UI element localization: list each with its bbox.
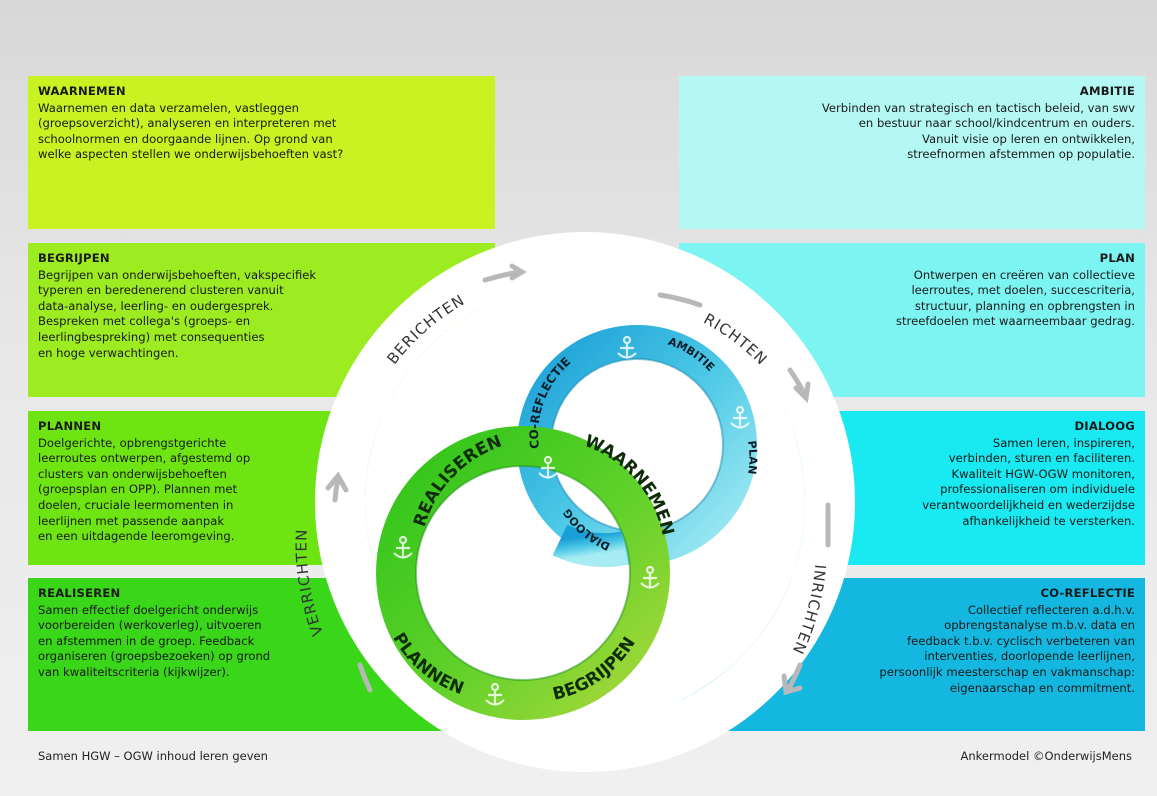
coreflectie-title: CO-REFLECTIE [1040, 586, 1135, 600]
realiseren-text: Samen effectief doelgericht onderwijs vo… [38, 602, 271, 679]
plan-text: Ontwerpen en creëren van collectieve lee… [895, 267, 1135, 329]
anchor-icon-green-right [640, 565, 660, 589]
begrijpen-title: BEGRIJPEN [38, 251, 110, 265]
blue-ring-overlap [552, 524, 629, 567]
footer-right-text: Ankermodel ©OnderwijsMens [960, 749, 1132, 763]
dialoog-text: Samen leren, inspireren, verbinden, stur… [922, 435, 1135, 528]
anchor-icon-blue-right [730, 405, 750, 429]
plannen-text: Doelgerichte, opbrengstgerichte leerrout… [38, 435, 251, 544]
anchor-icon-green-bottom [485, 682, 505, 706]
anchor-icons [393, 335, 750, 706]
anchor-icon-blue-left [538, 455, 558, 479]
blue-label-plan: PLAN [745, 440, 759, 475]
waarnemen-box: WAARNEMEN Waarnemen en data verzamelen, … [28, 76, 495, 229]
anchor-icon-blue-top [617, 335, 637, 359]
ambitie-title: AMBITIE [1079, 84, 1135, 98]
footer-left-text: Samen HGW – OGW inhoud leren geven [38, 749, 268, 763]
realiseren-title: REALISEREN [38, 586, 121, 600]
outer-ring [315, 232, 855, 772]
plan-title: PLAN [1099, 251, 1135, 265]
outer-ring-inner-disc [365, 282, 805, 722]
waarnemen-title: WAARNEMEN [38, 84, 126, 98]
coreflectie-text: Collectief reflecteren a.d.h.v. opbrengs… [879, 602, 1135, 695]
waarnemen-text: Waarnemen en data verzamelen, vastleggen… [38, 100, 344, 162]
begrijpen-text: Begrijpen van onderwijsbehoeften, vakspe… [38, 267, 317, 360]
outer-ring-arrows [325, 263, 831, 696]
plan-box: PLAN Ontwerpen en creëren van collectiev… [679, 243, 1145, 397]
dialoog-title: DIALOOG [1074, 419, 1135, 433]
arrow-top-right [657, 292, 703, 308]
ambitie-box: AMBITIE Verbinden van strategisch en tac… [679, 76, 1145, 229]
ambitie-text: Verbinden van strategisch en tactisch be… [821, 100, 1135, 162]
arrow-bottom-left [357, 662, 373, 693]
anchor-icon-green-left [393, 535, 413, 559]
plannen-title: PLANNEN [38, 419, 102, 433]
